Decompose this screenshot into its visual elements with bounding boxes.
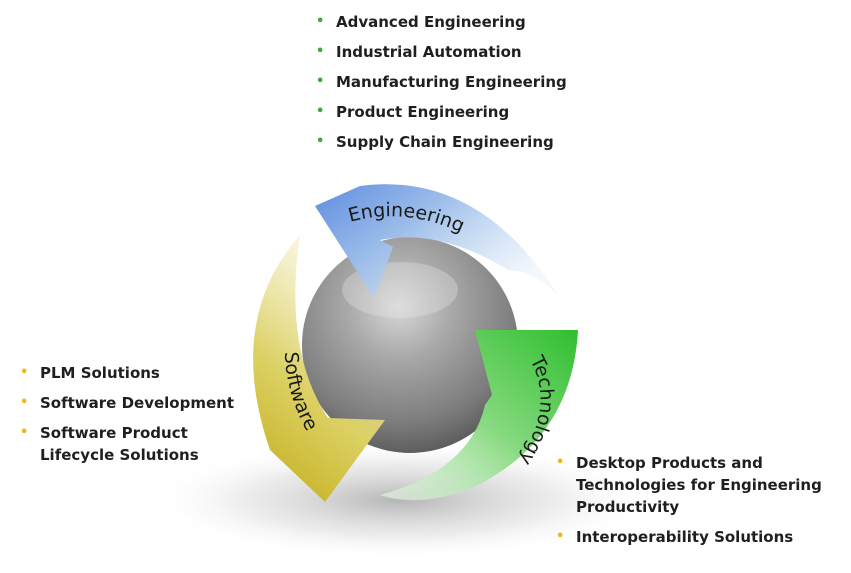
list-item-label: Software Development — [40, 394, 234, 412]
list-item: • PLM Solutions — [20, 362, 250, 384]
list-item-label: Advanced Engineering — [336, 13, 526, 31]
list-item-label: PLM Solutions — [40, 364, 160, 382]
list-item: • Desktop Products and Technologies for E… — [556, 452, 851, 518]
engineering-segment — [315, 184, 560, 298]
technology-segment — [380, 330, 578, 501]
list-item: • Interoperability Solutions — [556, 526, 851, 548]
list-item: • Manufacturing Engineering — [316, 67, 567, 97]
bullet-icon: • — [20, 425, 29, 440]
bullet-icon: • — [316, 14, 325, 29]
list-item-label: Desktop Products and Technologies for En… — [576, 454, 822, 516]
list-item-label: Manufacturing Engineering — [336, 73, 567, 91]
software-segment — [253, 235, 385, 502]
list-item-label: Product Engineering — [336, 103, 510, 121]
bullet-icon: • — [20, 395, 29, 410]
software-services-list: • PLM Solutions • Software Development • So… — [20, 362, 250, 474]
center-sphere — [302, 237, 518, 453]
list-item: • Advanced Engineering — [316, 7, 567, 37]
bullet-icon: • — [556, 529, 565, 544]
list-item-label: Industrial Automation — [336, 43, 522, 61]
list-item: • Software Development — [20, 392, 250, 414]
list-item-label: Interoperability Solutions — [576, 528, 794, 546]
bullet-icon: • — [316, 74, 325, 89]
list-item: • Supply Chain Engineering — [316, 127, 567, 157]
engineering-services-list: • Advanced Engineering • Industrial Automa… — [316, 7, 567, 157]
list-item: • Product Engineering — [316, 97, 567, 127]
list-item-label: Supply Chain Engineering — [336, 133, 554, 151]
list-item: • Industrial Automation — [316, 37, 567, 67]
bullet-icon: • — [556, 455, 565, 470]
list-item: • Software Product Lifecycle Solutions — [20, 422, 250, 466]
bullet-icon: • — [20, 365, 29, 380]
bullet-icon: • — [316, 104, 325, 119]
bullet-icon: • — [316, 44, 325, 59]
drop-shadow — [145, 440, 655, 560]
technology-services-list: • Desktop Products and Technologies for E… — [556, 452, 851, 556]
list-item-label: Software Product Lifecycle Solutions — [40, 424, 199, 464]
bullet-icon: • — [316, 134, 325, 149]
